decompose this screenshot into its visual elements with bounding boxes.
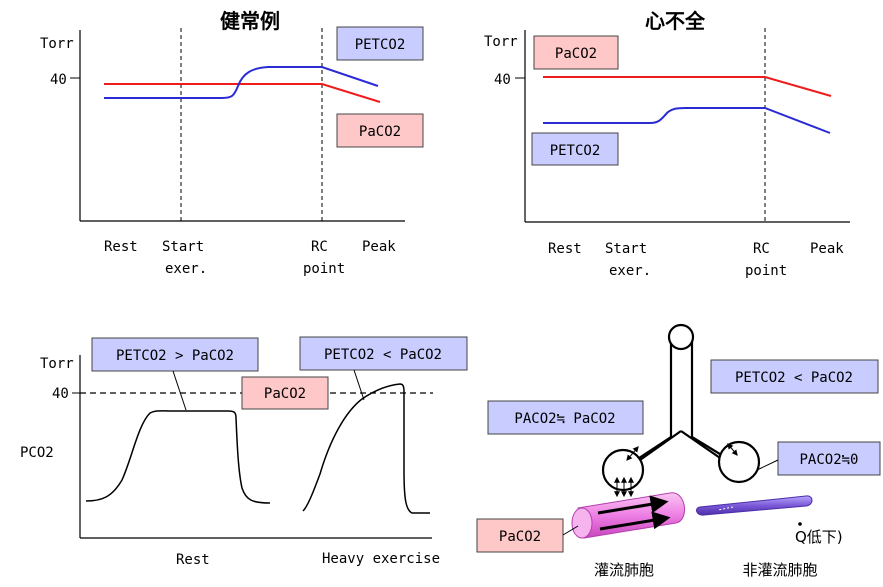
panel-pco2-waveform: Torr 40 PCO2 PETCO2 > PaCO2 PETCO2 < PaC… [20, 336, 468, 568]
nonperfused-alveoli-caption: 非灌流肺胞 [742, 561, 817, 579]
panel-wave-paco2-box: PaCO2 [241, 376, 329, 410]
panel-hf-x-label-rest: Rest [548, 241, 582, 257]
alveoli-nonperfused-box-label: PACO2≒0 [799, 452, 858, 468]
panel-normal-paco2-label: PaCO2 [359, 124, 401, 140]
panel-wave-x-label-rest: Rest [176, 552, 210, 568]
panel-normal-x-label-point: point [303, 261, 345, 277]
panel-normal-title: 健常例 [220, 9, 280, 33]
panel-wave-unit: Torr [40, 356, 74, 372]
panel-hf-unit: Torr [484, 34, 518, 50]
panel-heart-failure: 心不全 Torr 40 PaCO2 PETCO2 Rest Start exer… [484, 9, 850, 279]
panel-alveoli-diagram: PETCO2 < PaCO2 PACO2≒ PaCO2 PACO2≒0 PaCO… [476, 323, 881, 579]
panel-wave-paco2-label: PaCO2 [264, 386, 306, 402]
panel-normal-x-label-peak: Peak [362, 239, 396, 255]
alveoli-paco2-box: PaCO2 [476, 518, 564, 553]
panel-wave-heavy-box: PETCO2 < PaCO2 [299, 336, 468, 371]
gas-exchange-arrows [614, 443, 738, 498]
panel-normal-petco2-label: PETCO2 [355, 37, 406, 53]
panel-hf-petco2-line [543, 107, 831, 134]
panel-normal-y-tick-40: 40 [50, 72, 67, 88]
panel-wave-rest-capnogram [85, 410, 271, 504]
panel-hf-x-label-exer: exer. [609, 263, 651, 279]
alveoli-paco2-box-label: PaCO2 [499, 529, 541, 545]
panel-wave-y-tick-40: 40 [52, 386, 69, 402]
panel-hf-title: 心不全 [645, 9, 706, 33]
panel-hf-petco2-box: PETCO2 [531, 132, 619, 166]
panel-wave-rest-pointer [172, 370, 187, 411]
panel-wave-x-label-heavy: Heavy exercise [322, 551, 440, 567]
panel-normal-unit: Torr [40, 36, 74, 52]
panel-wave-heavy-capnogram [302, 383, 430, 514]
perfused-capillary [571, 492, 685, 539]
alveoli-paco2-pointer [562, 525, 579, 536]
panel-normal-paco2-line [104, 83, 381, 103]
alveoli-nonperfused-pointer [756, 459, 779, 471]
panel-hf-x-label-rc: RC [753, 241, 770, 257]
panel-normal-x-label-start: Start [162, 239, 204, 255]
alveoli-perfused-box-label: PACO2≒ PaCO2 [514, 411, 615, 427]
panel-wave-rest-box: PETCO2 > PaCO2 [91, 337, 259, 372]
panel-hf-x-label-point: point [745, 263, 787, 279]
panel-hf-x-label-start: Start [605, 241, 647, 257]
perfused-alveolus [601, 448, 645, 492]
panel-normal-x-label-exer: exer. [165, 261, 207, 277]
panel-hf-paco2-box: PaCO2 [533, 35, 619, 70]
q-dot-mark [798, 522, 802, 526]
alveoli-top-box-label: PETCO2 < PaCO2 [735, 370, 853, 386]
nonperfused-alveolus [717, 440, 761, 484]
panel-hf-petco2-label: PETCO2 [550, 143, 601, 159]
alveoli-nonperfused-box: PACO2≒0 [777, 441, 881, 476]
panel-hf-y-tick-40: 40 [494, 72, 511, 88]
q-low-label: Q低下) [795, 528, 843, 546]
panel-normal-x-label-rest: Rest [104, 239, 138, 255]
panel-normal-petco2-line [104, 66, 379, 99]
panel-wave-y-label: PCO2 [20, 445, 54, 461]
panel-normal-petco2-box: PETCO2 [336, 26, 424, 61]
panel-hf-x-label-peak: Peak [810, 241, 844, 257]
panel-normal: 健常例 Torr 40 PETCO2 PaCO2 Rest Start exer… [40, 9, 424, 277]
perfused-alveoli-caption: 灌流肺胞 [594, 561, 654, 579]
panel-hf-paco2-line [543, 76, 832, 97]
panel-wave-rest-box-label: PETCO2 > PaCO2 [116, 348, 234, 364]
airway-tree [629, 323, 734, 465]
alveoli-perfused-box: PACO2≒ PaCO2 [487, 400, 644, 435]
panel-wave-heavy-box-label: PETCO2 < PaCO2 [324, 347, 442, 363]
alveoli-top-box: PETCO2 < PaCO2 [710, 359, 879, 394]
panel-normal-paco2-box: PaCO2 [336, 113, 424, 148]
nonperfused-capillary [696, 495, 813, 516]
panel-hf-paco2-label: PaCO2 [555, 46, 597, 62]
panel-wave-heavy-pointer [353, 369, 365, 401]
panel-normal-x-label-rc: RC [311, 239, 328, 255]
